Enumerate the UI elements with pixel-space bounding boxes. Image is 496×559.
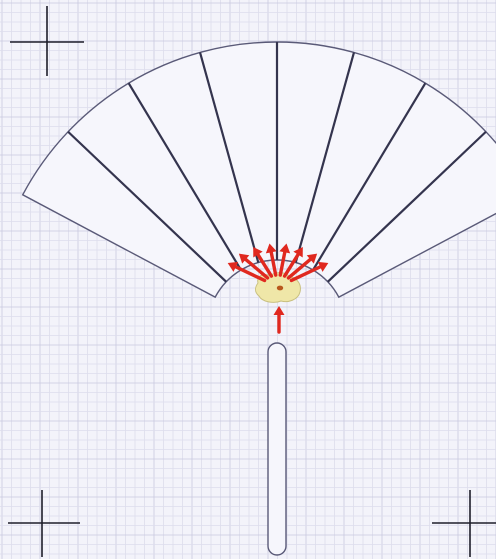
arrow-head	[279, 243, 291, 254]
arrow-head	[253, 246, 263, 258]
arrow-shaft	[282, 252, 300, 278]
arrow-head	[238, 253, 250, 264]
arrow-shaft	[256, 252, 274, 278]
fan-divider	[198, 52, 260, 263]
arrow-icon	[265, 243, 278, 277]
arrow-icon	[227, 261, 267, 283]
fan-divider	[294, 52, 356, 263]
arrow-icon	[278, 243, 291, 277]
fan-divider	[327, 130, 487, 283]
fan-divider	[67, 130, 227, 283]
arrow-head	[273, 306, 285, 315]
arrow-shaft	[289, 265, 322, 283]
arrow-icon	[238, 253, 270, 280]
arrows	[227, 243, 329, 334]
arrow-icon	[253, 246, 274, 278]
crosshair-icon	[10, 6, 84, 76]
arrow-shaft	[286, 257, 312, 280]
arrow-head	[317, 261, 329, 272]
blob-nucleus	[276, 285, 284, 291]
arrow-head	[306, 253, 318, 264]
crosshair-icon	[432, 490, 496, 557]
arrow-icon	[282, 246, 303, 278]
arrow-shaft	[234, 265, 267, 283]
crosshair-icon	[8, 490, 80, 557]
arrow-head	[227, 261, 239, 272]
arrow-shaft	[269, 250, 278, 277]
arrow-head	[265, 243, 277, 254]
arrow-shaft	[278, 250, 287, 277]
arrow-icon	[289, 261, 329, 283]
stem-tube	[267, 342, 287, 556]
arrow-icon	[286, 253, 318, 280]
arrow-head	[293, 246, 303, 258]
fan-divider	[312, 82, 427, 271]
arrow-icon	[273, 306, 285, 334]
fan-divider	[127, 82, 242, 271]
stem	[267, 342, 287, 556]
crosshairs	[8, 6, 496, 557]
arrow-shaft	[244, 257, 270, 280]
